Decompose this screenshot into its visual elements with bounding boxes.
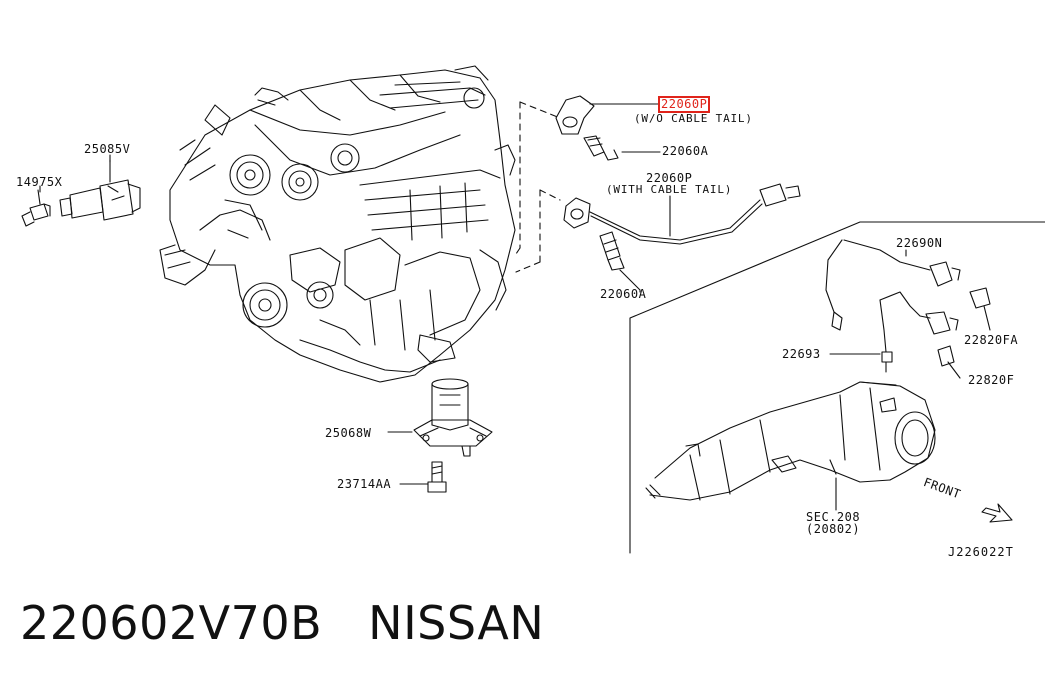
part-14975x-illustration <box>21 189 51 227</box>
diagram-id: J226022T <box>948 545 1014 559</box>
label-22820f[interactable]: 22820F <box>968 373 1015 387</box>
label-22060a-top[interactable]: 22060A <box>662 144 709 158</box>
engine-assembly-illustration <box>159 65 516 383</box>
part-23714aa-illustration <box>399 461 447 493</box>
leader-lines <box>39 154 991 379</box>
label-25085v[interactable]: 25085V <box>84 142 131 156</box>
front-arrow-icon <box>981 503 1013 523</box>
oxygen-sensors-illustration <box>825 239 991 373</box>
dashed-reference-lines <box>515 101 561 273</box>
catalytic-converter-illustration <box>645 381 936 511</box>
label-25068w[interactable]: 25068W <box>325 426 372 440</box>
label-sec-208-ref: (20802) <box>806 522 861 536</box>
exhaust-section-border <box>629 221 1045 554</box>
label-22690n[interactable]: 22690N <box>896 236 943 250</box>
label-14975x[interactable]: 14975X <box>16 175 63 189</box>
label-22060a-bottom[interactable]: 22060A <box>600 287 647 301</box>
part-25068w-illustration <box>387 378 493 457</box>
part-25085v-illustration <box>59 159 141 221</box>
footer-caption: 220602V70B NISSAN <box>20 596 544 650</box>
label-sec-208[interactable]: SEC.208 <box>806 510 861 524</box>
label-22060p-highlighted[interactable]: 22060P <box>657 96 711 113</box>
footer-brand: NISSAN <box>368 596 545 650</box>
part-22060p-no-cable-illustration <box>555 95 661 161</box>
footer-part-number: 220602V70B <box>20 596 323 650</box>
label-22693[interactable]: 22693 <box>782 347 821 361</box>
label-22820fa[interactable]: 22820FA <box>964 333 1019 347</box>
note-without-cable-tail: (W/O CABLE TAIL) <box>634 112 753 125</box>
label-23714aa[interactable]: 23714AA <box>337 477 392 491</box>
note-with-cable-tail: (WITH CABLE TAIL) <box>606 183 733 196</box>
part-22060p-cable-illustration <box>563 183 801 271</box>
label-22060p-cable[interactable]: 22060P <box>646 171 693 185</box>
